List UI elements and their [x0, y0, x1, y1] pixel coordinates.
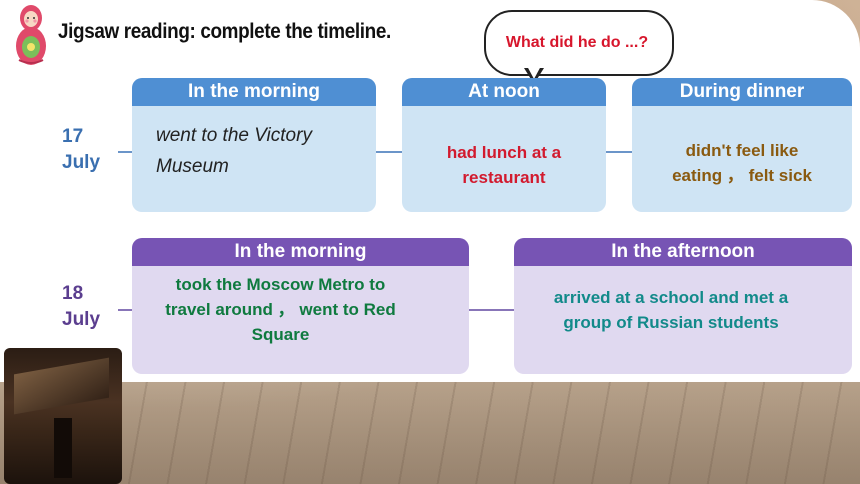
- card-heading: In the morning: [132, 78, 376, 106]
- timeline-connector: [606, 151, 632, 153]
- card-18-afternoon: In the afternoon arrived at a school and…: [514, 238, 852, 374]
- card-heading: In the morning: [132, 238, 469, 266]
- page-title: Jigsaw reading: complete the timeline.: [58, 20, 391, 43]
- card-heading: During dinner: [632, 78, 852, 106]
- speech-bubble: [484, 10, 674, 76]
- timeline-connector: [469, 309, 514, 311]
- speech-bubble-text: What did he do ...?: [505, 34, 649, 51]
- card-17-morning: In the morning went to the Victory Museu…: [132, 78, 376, 212]
- answer-text: took the Moscow Metro to travel around ，…: [165, 275, 396, 344]
- day-label-18-july: 18 July: [62, 283, 101, 330]
- card-heading: In the afternoon: [514, 238, 852, 266]
- given-text: went to the Victory Museum: [156, 125, 312, 177]
- timeline-connector: [118, 309, 132, 311]
- answer-text: didn't feel like eating ， felt sick: [672, 141, 812, 185]
- card-17-noon: At noon had lunch at a restaurant: [402, 78, 606, 212]
- card-18-morning: In the morning took the Moscow Metro to …: [132, 238, 469, 374]
- timeline-connector: [118, 151, 132, 153]
- matryoshka-doll-icon: [16, 5, 46, 65]
- timeline-connector: [376, 151, 402, 153]
- day-label-17-july: 17 July: [62, 126, 101, 173]
- card-heading: At noon: [402, 78, 606, 106]
- card-17-dinner: During dinner didn't feel like eating ， …: [632, 78, 852, 212]
- answer-text: had lunch at a restaurant: [446, 143, 562, 187]
- video-thumbnail[interactable]: [4, 348, 122, 484]
- answer-text: arrived at a school and met a group of R…: [553, 288, 789, 332]
